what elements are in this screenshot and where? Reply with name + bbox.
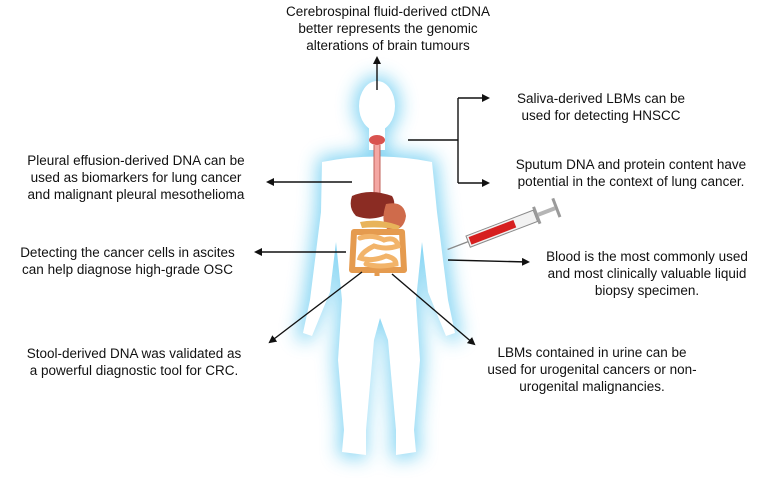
label-sputum: Sputum DNA and protein content have pote… [515,157,747,189]
arrow-urine [391,273,476,346]
label-blood: Blood is the most commonly used and most… [546,249,748,298]
label-ascites: Detecting the cancer cells in ascites ca… [20,245,235,277]
arrow-stool [268,271,363,344]
organs [349,135,407,276]
label-urine: LBMs contained in urine can be used for … [487,345,697,394]
label-csf: Cerebrospinal fluid-derived ctDNA better… [285,4,491,53]
label-pleural-effusion: Pleural effusion-derived DNA can be used… [27,153,245,202]
label-stool: Stool-derived DNA was validated as a pow… [26,346,242,378]
arrows [254,56,530,346]
arrow-blood [447,257,530,266]
syringe-icon [447,197,562,251]
label-saliva: Saliva-derived LBMs can be used for dete… [516,91,686,123]
human-body-silhouette [296,76,462,460]
